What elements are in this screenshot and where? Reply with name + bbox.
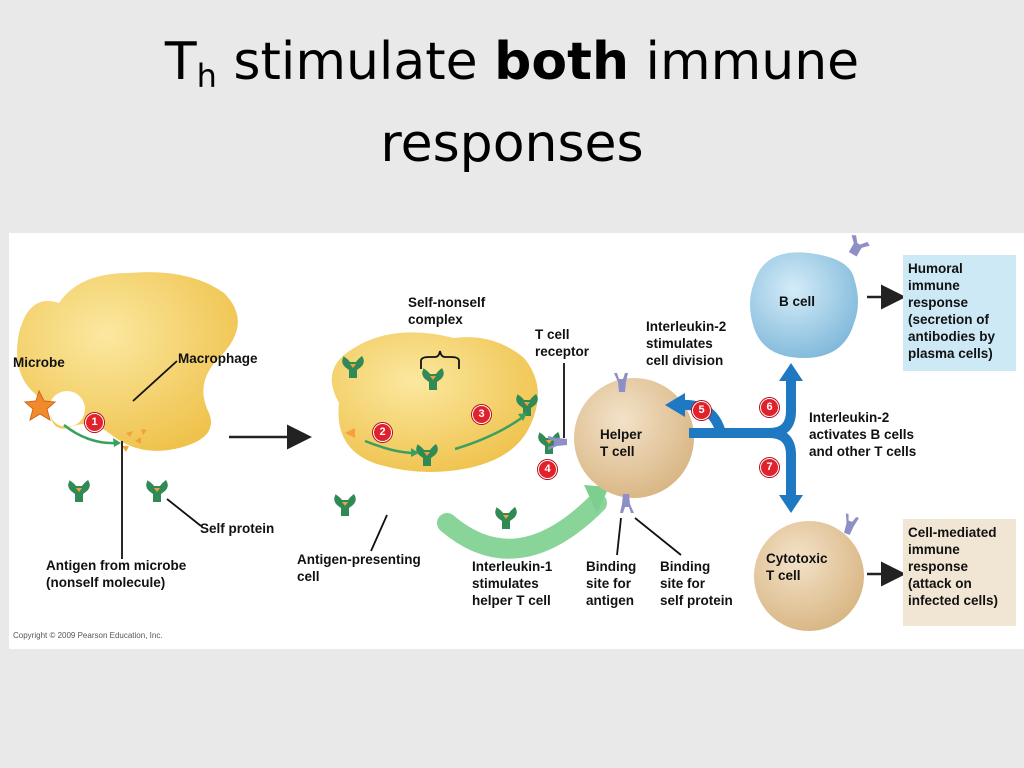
title-bold: both <box>494 32 629 92</box>
label-self-protein: Self protein <box>200 521 275 536</box>
step-marker-2: 2 <box>373 423 392 442</box>
label-antigen-from-microbe: Antigen from microbe (nonself molecule) <box>46 558 187 590</box>
title-middle: stimulate <box>216 32 495 92</box>
title-suffix: immune <box>628 32 860 92</box>
label-t-cell-receptor: T cell receptor <box>535 327 590 359</box>
cytotoxic-t-cell-shape <box>754 521 864 631</box>
step-marker-3: 3 <box>472 405 491 424</box>
label-antigen-presenting-cell: Antigen-presenting cell <box>297 552 421 584</box>
antigen-fragments <box>122 429 147 452</box>
self-protein-2 <box>146 480 168 502</box>
label-b-cell: B cell <box>779 294 816 309</box>
label-microbe: Microbe <box>13 355 65 370</box>
microbe-star <box>23 389 57 422</box>
label-helper-t-cell: Helper T cell <box>600 427 643 459</box>
self-protein-1 <box>68 480 90 502</box>
copyright-notice: Copyright © 2009 Pearson Education, Inc. <box>13 631 163 640</box>
step-marker-4: 4 <box>538 460 557 479</box>
b-cell-shape <box>750 252 858 358</box>
label-self-nonself-complex: Self-nonself complex <box>408 295 486 327</box>
immune-response-figure: Microbe Macrophage Self protein Antigen … <box>9 233 1024 649</box>
label-interleukin2-activates: Interleukin-2 activates B cells and othe… <box>809 410 917 459</box>
step-marker-6: 6 <box>760 398 779 417</box>
label-interleukin1: Interleukin-1 stimulates helper T cell <box>472 559 553 608</box>
slide-title: Th stimulate both immune responses <box>0 28 1024 178</box>
label-cytotoxic-t-cell: Cytotoxic T cell <box>766 551 828 583</box>
label-interleukin2-division: Interleukin-2 stimulates cell division <box>646 319 727 368</box>
step-marker-5: 5 <box>692 401 711 420</box>
title-line2: responses <box>380 114 644 174</box>
cell-mediated-response-box: Cell-mediated immune response (attack on… <box>903 519 1016 626</box>
helper-t-cell-shape <box>574 378 694 498</box>
label-binding-self: Binding site for self protein <box>660 559 733 608</box>
label-macrophage: Macrophage <box>178 351 258 366</box>
step-marker-1: 1 <box>85 413 104 432</box>
apc-mhc-5 <box>334 494 356 516</box>
title-subscript: h <box>196 57 217 95</box>
interleukin1-arrow <box>437 493 607 559</box>
humoral-response-box: Humoral immune response (secretion of an… <box>903 255 1016 371</box>
step-marker-7: 7 <box>760 458 779 477</box>
title-prefix: T <box>164 32 197 92</box>
label-binding-antigen: Binding site for antigen <box>586 559 637 608</box>
il2-arrow-down <box>768 428 796 497</box>
macrophage-pocket <box>49 391 85 427</box>
apc-mhc-6 <box>495 507 517 529</box>
